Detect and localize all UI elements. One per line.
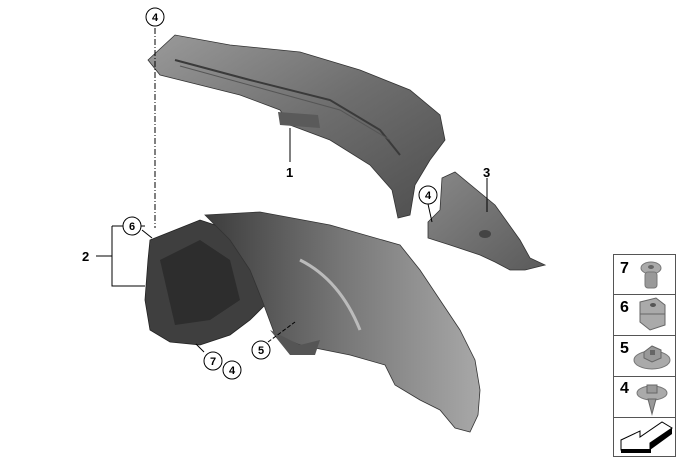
fastener-legend: 7 6 5 4 [613,254,676,457]
svg-text:4: 4 [229,365,236,377]
forward-arrow-icon [620,421,673,453]
svg-text:4: 4 [425,190,432,202]
svg-text:4: 4 [620,380,629,397]
part-1-cowl-insulation [147,34,446,219]
expanding-rivet-icon [640,261,662,289]
flange-nut-icon [633,345,671,370]
callout-part-1: 1 [286,165,293,180]
screw-icon [636,384,668,416]
callout-top-clip-4: 4 [145,7,165,27]
callout-part-3: 3 [483,165,490,180]
callout-clip-6: 6 [122,216,142,236]
svg-text:5: 5 [620,340,629,357]
callout-clip-7: 7 [203,351,223,371]
leader-lines [96,28,488,353]
legend-item-5: 5 [620,340,671,370]
svg-text:6: 6 [129,221,135,233]
svg-text:5: 5 [258,345,264,357]
legend-item-7: 7 [620,260,662,289]
callout-clip-4-bottom: 4 [222,360,242,380]
callout-nut-5: 5 [251,340,271,360]
svg-text:6: 6 [620,299,629,316]
legend-item-6: 6 [620,297,666,331]
svg-text:4: 4 [152,12,159,24]
clip-nut-icon [639,297,666,331]
svg-text:7: 7 [620,260,629,277]
part-2-wheel-housing-light [204,211,481,433]
callout-part-2: 2 [82,249,89,264]
callout-part3-clip-4: 4 [418,185,438,205]
part-3-insulation [427,171,547,271]
svg-text:7: 7 [210,356,216,368]
legend-item-4: 4 [620,380,668,416]
